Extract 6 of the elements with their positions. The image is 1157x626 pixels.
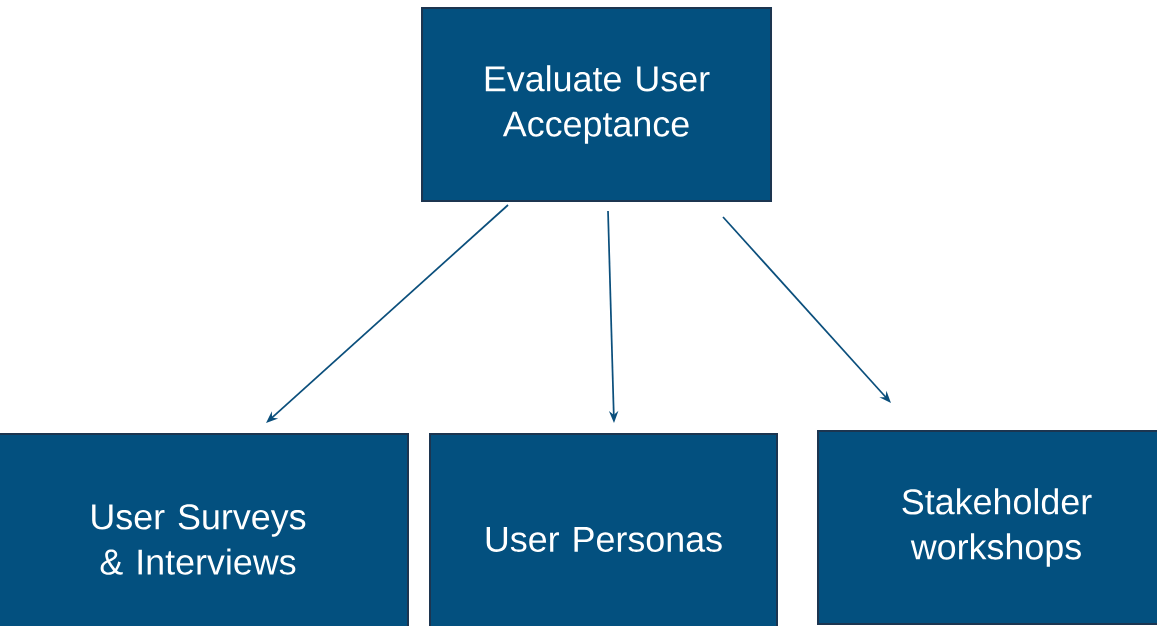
arrow (722, 216, 891, 403)
process-box: Evaluate User Acceptance (421, 7, 772, 202)
process-box: User Personas (429, 433, 778, 626)
process-box: Stakeholder workshops (817, 430, 1157, 625)
process-box: User Surveys & Interviews (0, 433, 409, 626)
arrow (266, 204, 509, 423)
